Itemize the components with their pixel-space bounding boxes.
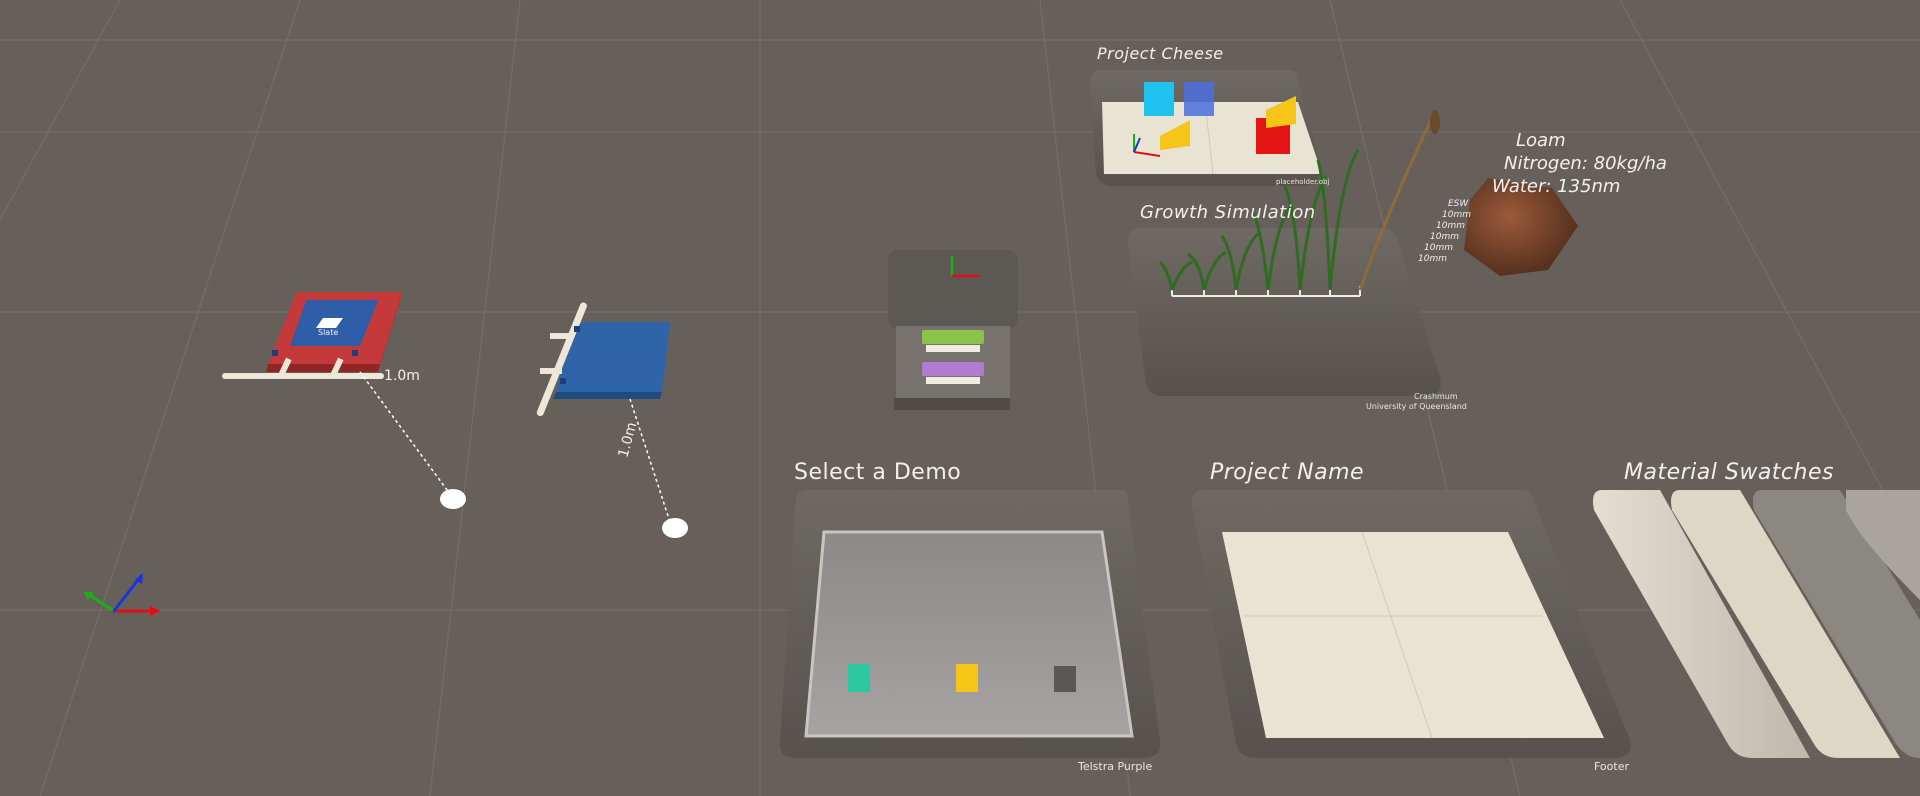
soil-rock-icon	[1464, 178, 1578, 276]
select-demo-object[interactable]	[780, 490, 1160, 758]
nitrogen-readout: Nitrogen: 80kg/ha	[1504, 153, 1667, 174]
esw-value-2: 10mm	[1436, 221, 1465, 231]
growth-credit-line1: Crashmum	[1414, 392, 1458, 401]
project-name-title: Project Name	[1210, 460, 1365, 485]
esw-value-1: 10mm	[1442, 210, 1471, 220]
menu-tower	[888, 250, 1018, 410]
project-name-footer: Footer	[1594, 760, 1629, 773]
esw-value-4: 10mm	[1424, 243, 1453, 253]
growth-simulation-title: Growth Simulation	[1140, 202, 1316, 223]
plant-icon	[1158, 149, 1360, 291]
water-readout: Water: 135nm	[1492, 176, 1621, 197]
material-swatches-object[interactable]	[1590, 490, 1920, 758]
growth-credit-line2: University of Queensland	[1366, 402, 1467, 411]
project-name-object[interactable]	[1190, 490, 1634, 758]
project-cheese-panel	[1090, 70, 1322, 186]
esw-value-5: 10mm	[1418, 254, 1447, 264]
project-cheese-title: Project Cheese	[1097, 44, 1224, 63]
slate-logo-text: Slate	[318, 328, 339, 337]
slate-logo-icon	[316, 318, 343, 328]
soil-type: Loam	[1516, 130, 1566, 151]
axis-gizmo-icon	[84, 573, 160, 616]
blue-slate	[536, 302, 688, 538]
menu-tower-object[interactable]	[888, 250, 1018, 410]
project-cheese-object[interactable]	[1090, 70, 1322, 186]
material-swatches-title: Material Swatches	[1624, 460, 1834, 485]
cheese-icon	[1266, 96, 1296, 128]
select-demo-title: Select a Demo	[794, 460, 962, 485]
growth-simulation-object[interactable]	[1128, 228, 1444, 396]
red-slate-ruler-label: 1.0m	[384, 368, 420, 384]
project-cheese-caption: placeholder.obj	[1276, 178, 1330, 186]
select-demo-footer: Telstra Purple	[1078, 760, 1153, 773]
project-name-panel	[1191, 490, 1631, 758]
red-slate	[222, 292, 466, 509]
red-slate-object[interactable]	[268, 292, 402, 380]
select-demo-panel	[779, 490, 1161, 758]
esw-label: ESW	[1448, 199, 1469, 209]
material-swatches-panel	[1593, 490, 1920, 758]
blue-slate-object[interactable]	[540, 300, 670, 420]
esw-value-3: 10mm	[1430, 232, 1459, 242]
growth-simulation-panel	[1127, 110, 1578, 396]
cheese-icon	[1160, 120, 1190, 150]
